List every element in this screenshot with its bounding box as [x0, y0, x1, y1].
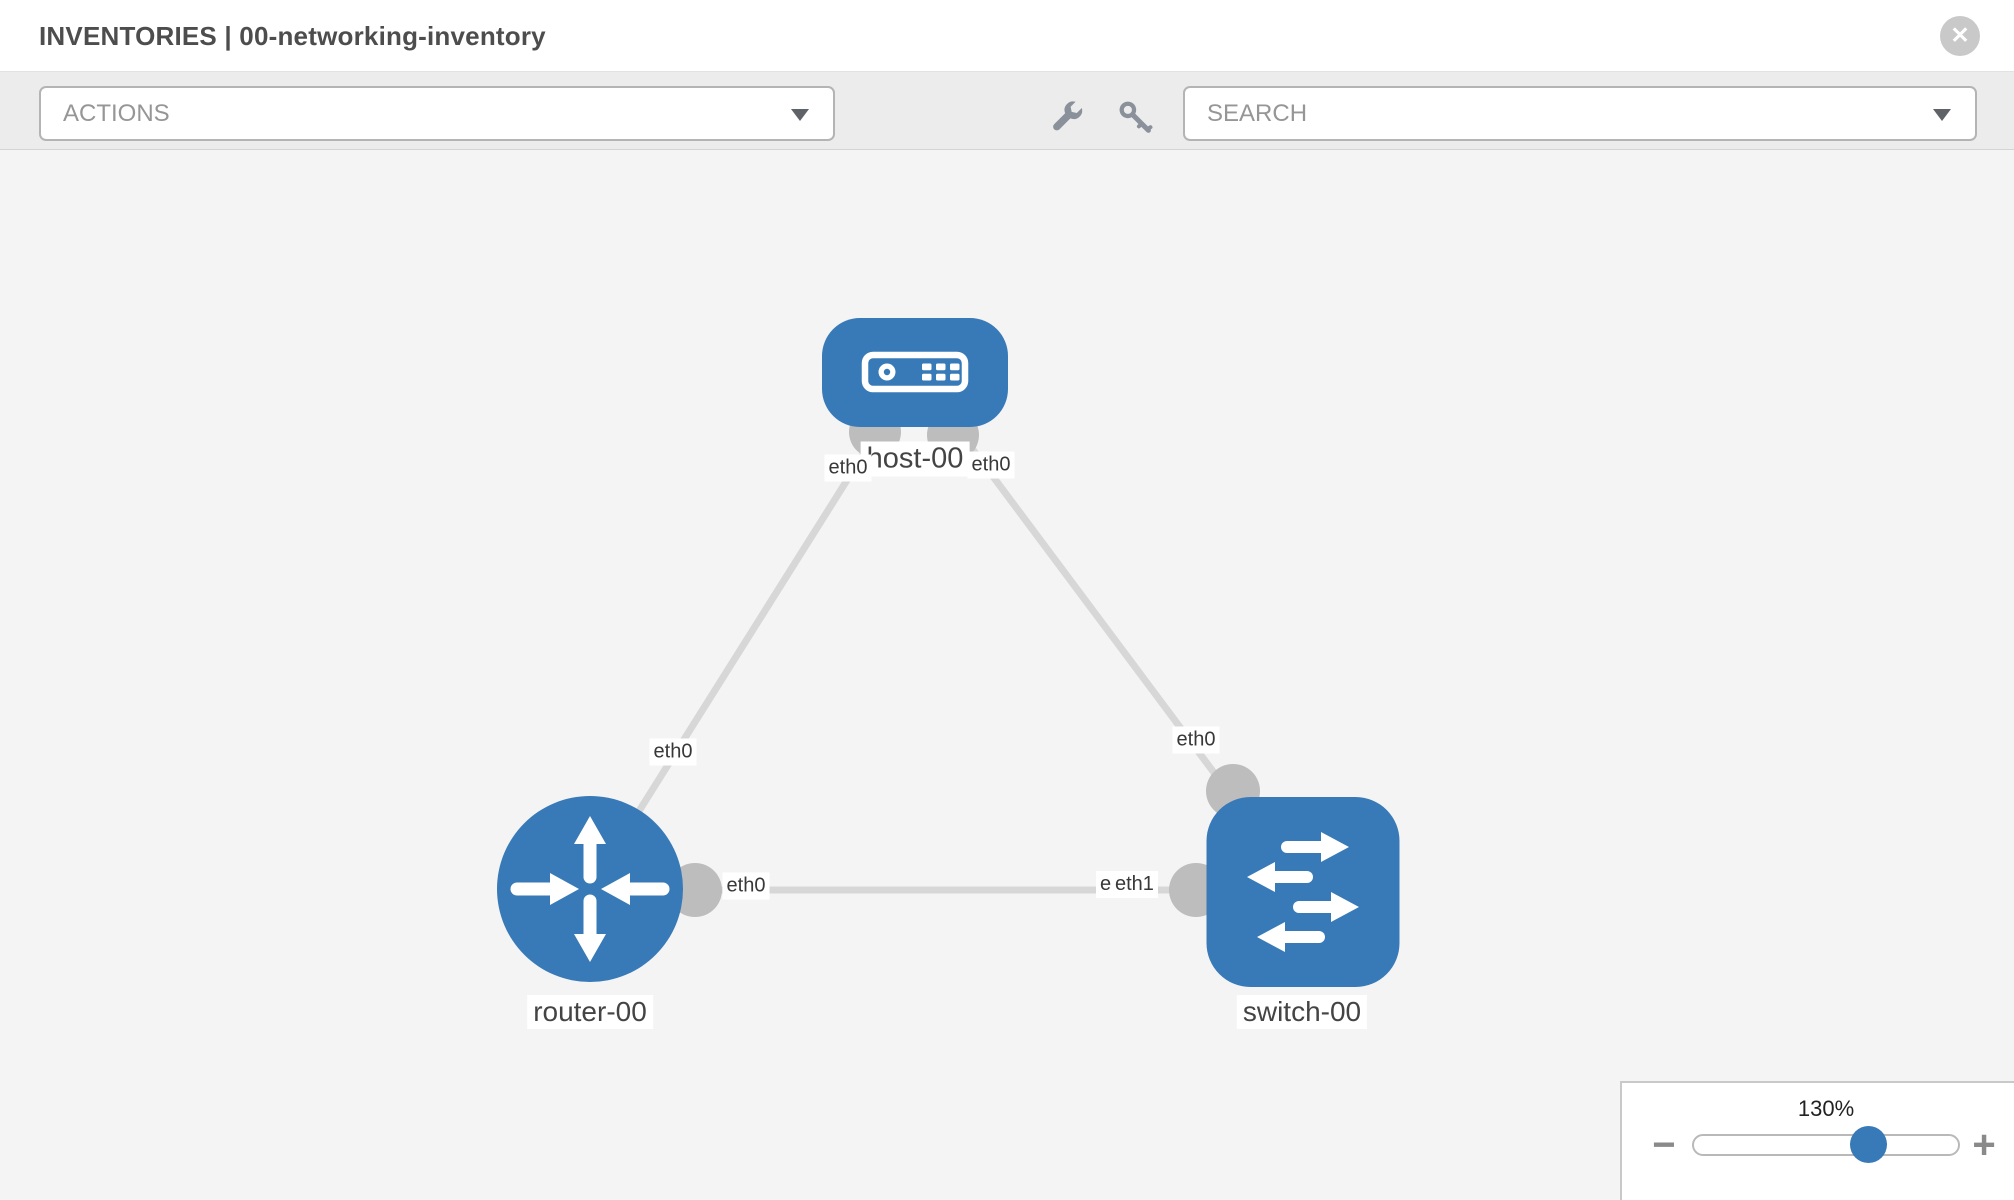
- actions-dropdown-label: ACTIONS: [63, 100, 170, 127]
- header: INVENTORIES | 00-networking-inventory ✕: [0, 0, 2014, 72]
- page-title: INVENTORIES | 00-networking-inventory: [39, 21, 546, 51]
- plus-icon: +: [1972, 1123, 1996, 1167]
- router-arrows-icon: [510, 816, 670, 962]
- node-switch-00[interactable]: [1206, 797, 1400, 987]
- interface-label: eth1: [1111, 871, 1158, 898]
- toolbar: ACTIONS SEARCH: [0, 72, 2014, 150]
- interface-label: eth0: [1172, 726, 1220, 754]
- topology-canvas[interactable]: host-00 router-00 switch-00 eth0 eth0 et…: [0, 150, 2014, 1200]
- close-icon: ✕: [1950, 22, 1970, 48]
- actions-dropdown[interactable]: ACTIONS: [39, 86, 835, 141]
- interface-label: eth0: [649, 738, 697, 766]
- key-icon: [1119, 101, 1153, 133]
- server-icon: [861, 351, 969, 393]
- node-router-00[interactable]: [497, 796, 683, 982]
- node-label-switch-00: switch-00: [1236, 995, 1368, 1029]
- chevron-down-icon: [1933, 109, 1951, 121]
- minus-icon: −: [1652, 1123, 1676, 1167]
- wrench-icon: [1053, 100, 1083, 130]
- node-label-router-00: router-00: [527, 995, 653, 1029]
- zoom-out-button[interactable]: −: [1646, 1123, 1682, 1167]
- zoom-in-button[interactable]: +: [1966, 1123, 2002, 1167]
- switch-arrows-icon: [1247, 832, 1359, 952]
- chevron-down-icon: [791, 109, 809, 121]
- zoom-slider[interactable]: [1692, 1126, 1960, 1163]
- zoom-level: 130%: [1797, 1096, 1855, 1121]
- configure-button[interactable]: [1046, 96, 1090, 140]
- node-host-00[interactable]: [822, 318, 1008, 427]
- interface-label: eth0: [824, 454, 872, 482]
- interface-label: eth0: [722, 872, 770, 900]
- zoom-panel: 130% − +: [1620, 1081, 2014, 1200]
- interface-label: eth0: [967, 451, 1015, 479]
- search-dropdown[interactable]: SEARCH: [1183, 86, 1977, 141]
- interface-label-overlap: eth0 eth1: [1096, 871, 1158, 898]
- zoom-slider-thumb[interactable]: [1850, 1126, 1887, 1163]
- close-button[interactable]: ✕: [1940, 16, 1980, 56]
- search-dropdown-label: SEARCH: [1207, 100, 1308, 127]
- credentials-button[interactable]: [1113, 96, 1157, 140]
- node-label-host-00: host-00: [860, 441, 970, 477]
